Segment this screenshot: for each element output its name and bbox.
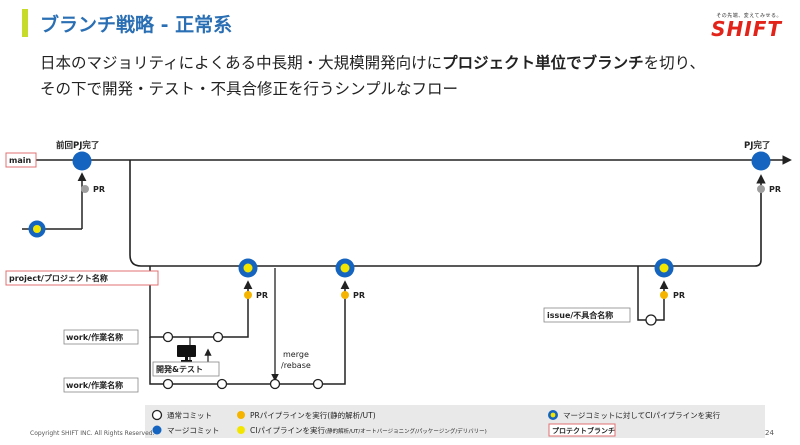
- normal-commit: [269, 378, 281, 390]
- normal-commit: [162, 378, 174, 390]
- work1-branch-line: [149, 266, 253, 338]
- dev-test-label: 開発&テスト: [156, 364, 203, 374]
- main-label: main: [9, 156, 31, 165]
- work1-label-box: [63, 329, 139, 345]
- description-line-1-bold: プロジェクト単位でブランチ: [442, 54, 644, 72]
- pr-label-work1: PR: [256, 291, 268, 300]
- legend-merge-ci-text: マージコミットに対してCIパイプラインを実行: [563, 410, 721, 420]
- legend-pr-pipeline-icon: [237, 411, 245, 419]
- copyright: Copyright SHIFT INC. All Rights Reserved…: [30, 430, 155, 437]
- work1-label: work/作業名称: [66, 332, 123, 342]
- title-accent-bar: [22, 9, 28, 37]
- legend-normal-commit-text: 通常コミット: [167, 410, 212, 420]
- page-title: ブランチ戦略 - 正常系: [40, 14, 233, 36]
- work2-label: work/作業名称: [66, 380, 123, 390]
- pr-label-work2: PR: [353, 291, 365, 300]
- legend-box: [145, 405, 765, 438]
- project-label: project/プロジェクト名称: [9, 273, 108, 283]
- project-merge-ci-commit-3-core: [659, 263, 669, 273]
- legend-merge-ci-icon-core: [550, 412, 556, 418]
- prev-pj-done-label: 前回PJ完了: [56, 140, 99, 151]
- legend-ci-pipeline-text: CIパイプラインを実行(静的解析/UT/オートバージョニング/パッケージング/デ…: [250, 425, 487, 435]
- project-merge-ci-commit-1-core: [243, 263, 253, 273]
- description-line-1-post: を切り、: [643, 54, 705, 72]
- page-number: 24: [765, 429, 774, 437]
- legend-ci-pipeline-icon: [237, 426, 245, 434]
- incoming-merge-ci-commit-core: [33, 225, 41, 233]
- description-line-1: 日本のマジョリティによくある中長期・大規模開発向けにプロジェクト単位でブランチを…: [40, 51, 705, 73]
- legend-normal-commit-icon: [151, 409, 163, 421]
- logo-text: SHIFT: [711, 17, 782, 41]
- monitor-icon: [177, 345, 196, 362]
- normal-commit: [645, 314, 657, 326]
- dev-test-label-box: [152, 361, 220, 377]
- pr-dot-main-done: [757, 185, 765, 193]
- pr-label-issue: PR: [673, 291, 685, 300]
- normal-commit: [212, 331, 224, 343]
- main-merge-commit-done: [751, 151, 771, 171]
- merge-rebase-label-2: /rebase: [281, 361, 311, 370]
- pr-dot-work2: [341, 291, 349, 299]
- pr-label-main-done: PR: [769, 185, 781, 194]
- description-line-1-pre: 日本のマジョリティによくある中長期・大規模開発向けに: [40, 54, 443, 72]
- legend-merge-commit-text: マージコミット: [167, 426, 219, 435]
- description-line-2: その下で開発・テスト・不具合修正を行うシンプルなフロー: [40, 80, 459, 98]
- pj-done-label: PJ完了: [744, 140, 770, 151]
- legend-protected-box: [548, 423, 616, 437]
- issue-label: issue/不具合名称: [547, 310, 613, 320]
- project-merge-ci-commit-2-core: [340, 263, 350, 273]
- merge-rebase-label-1: merge: [283, 350, 309, 359]
- main-label-box: [5, 152, 37, 168]
- legend-protected-text: プロテクトブランチ: [552, 426, 615, 435]
- pr-dot-main-prev: [81, 185, 89, 193]
- normal-commit: [312, 378, 324, 390]
- pr-label-main-prev: PR: [93, 185, 105, 194]
- work2-label-box: [63, 377, 139, 393]
- pr-dot-work1: [244, 291, 252, 299]
- main-merge-commit-prev: [72, 151, 92, 171]
- legend-ci-main: CIパイプラインを実行: [250, 425, 325, 435]
- pr-dot-issue: [660, 291, 668, 299]
- legend-ci-detail: (静的解析/UT/オートバージョニング/パッケージング/デリバリー): [325, 427, 487, 435]
- work2-branch-line: [149, 280, 350, 385]
- issue-label-box: [543, 307, 631, 323]
- legend-merge-commit-icon: [152, 425, 162, 435]
- logo-tagline: その先端、変えてみせる。: [716, 13, 782, 19]
- project-label-box: [5, 270, 159, 286]
- project-branch-line: [129, 160, 766, 267]
- normal-commit: [216, 378, 228, 390]
- company-logo: その先端、変えてみせる。 SHIFT: [692, 12, 782, 39]
- normal-commit: [162, 331, 174, 343]
- legend-pr-pipeline-text: PRパイプラインを実行(静的解析/UT): [250, 410, 376, 420]
